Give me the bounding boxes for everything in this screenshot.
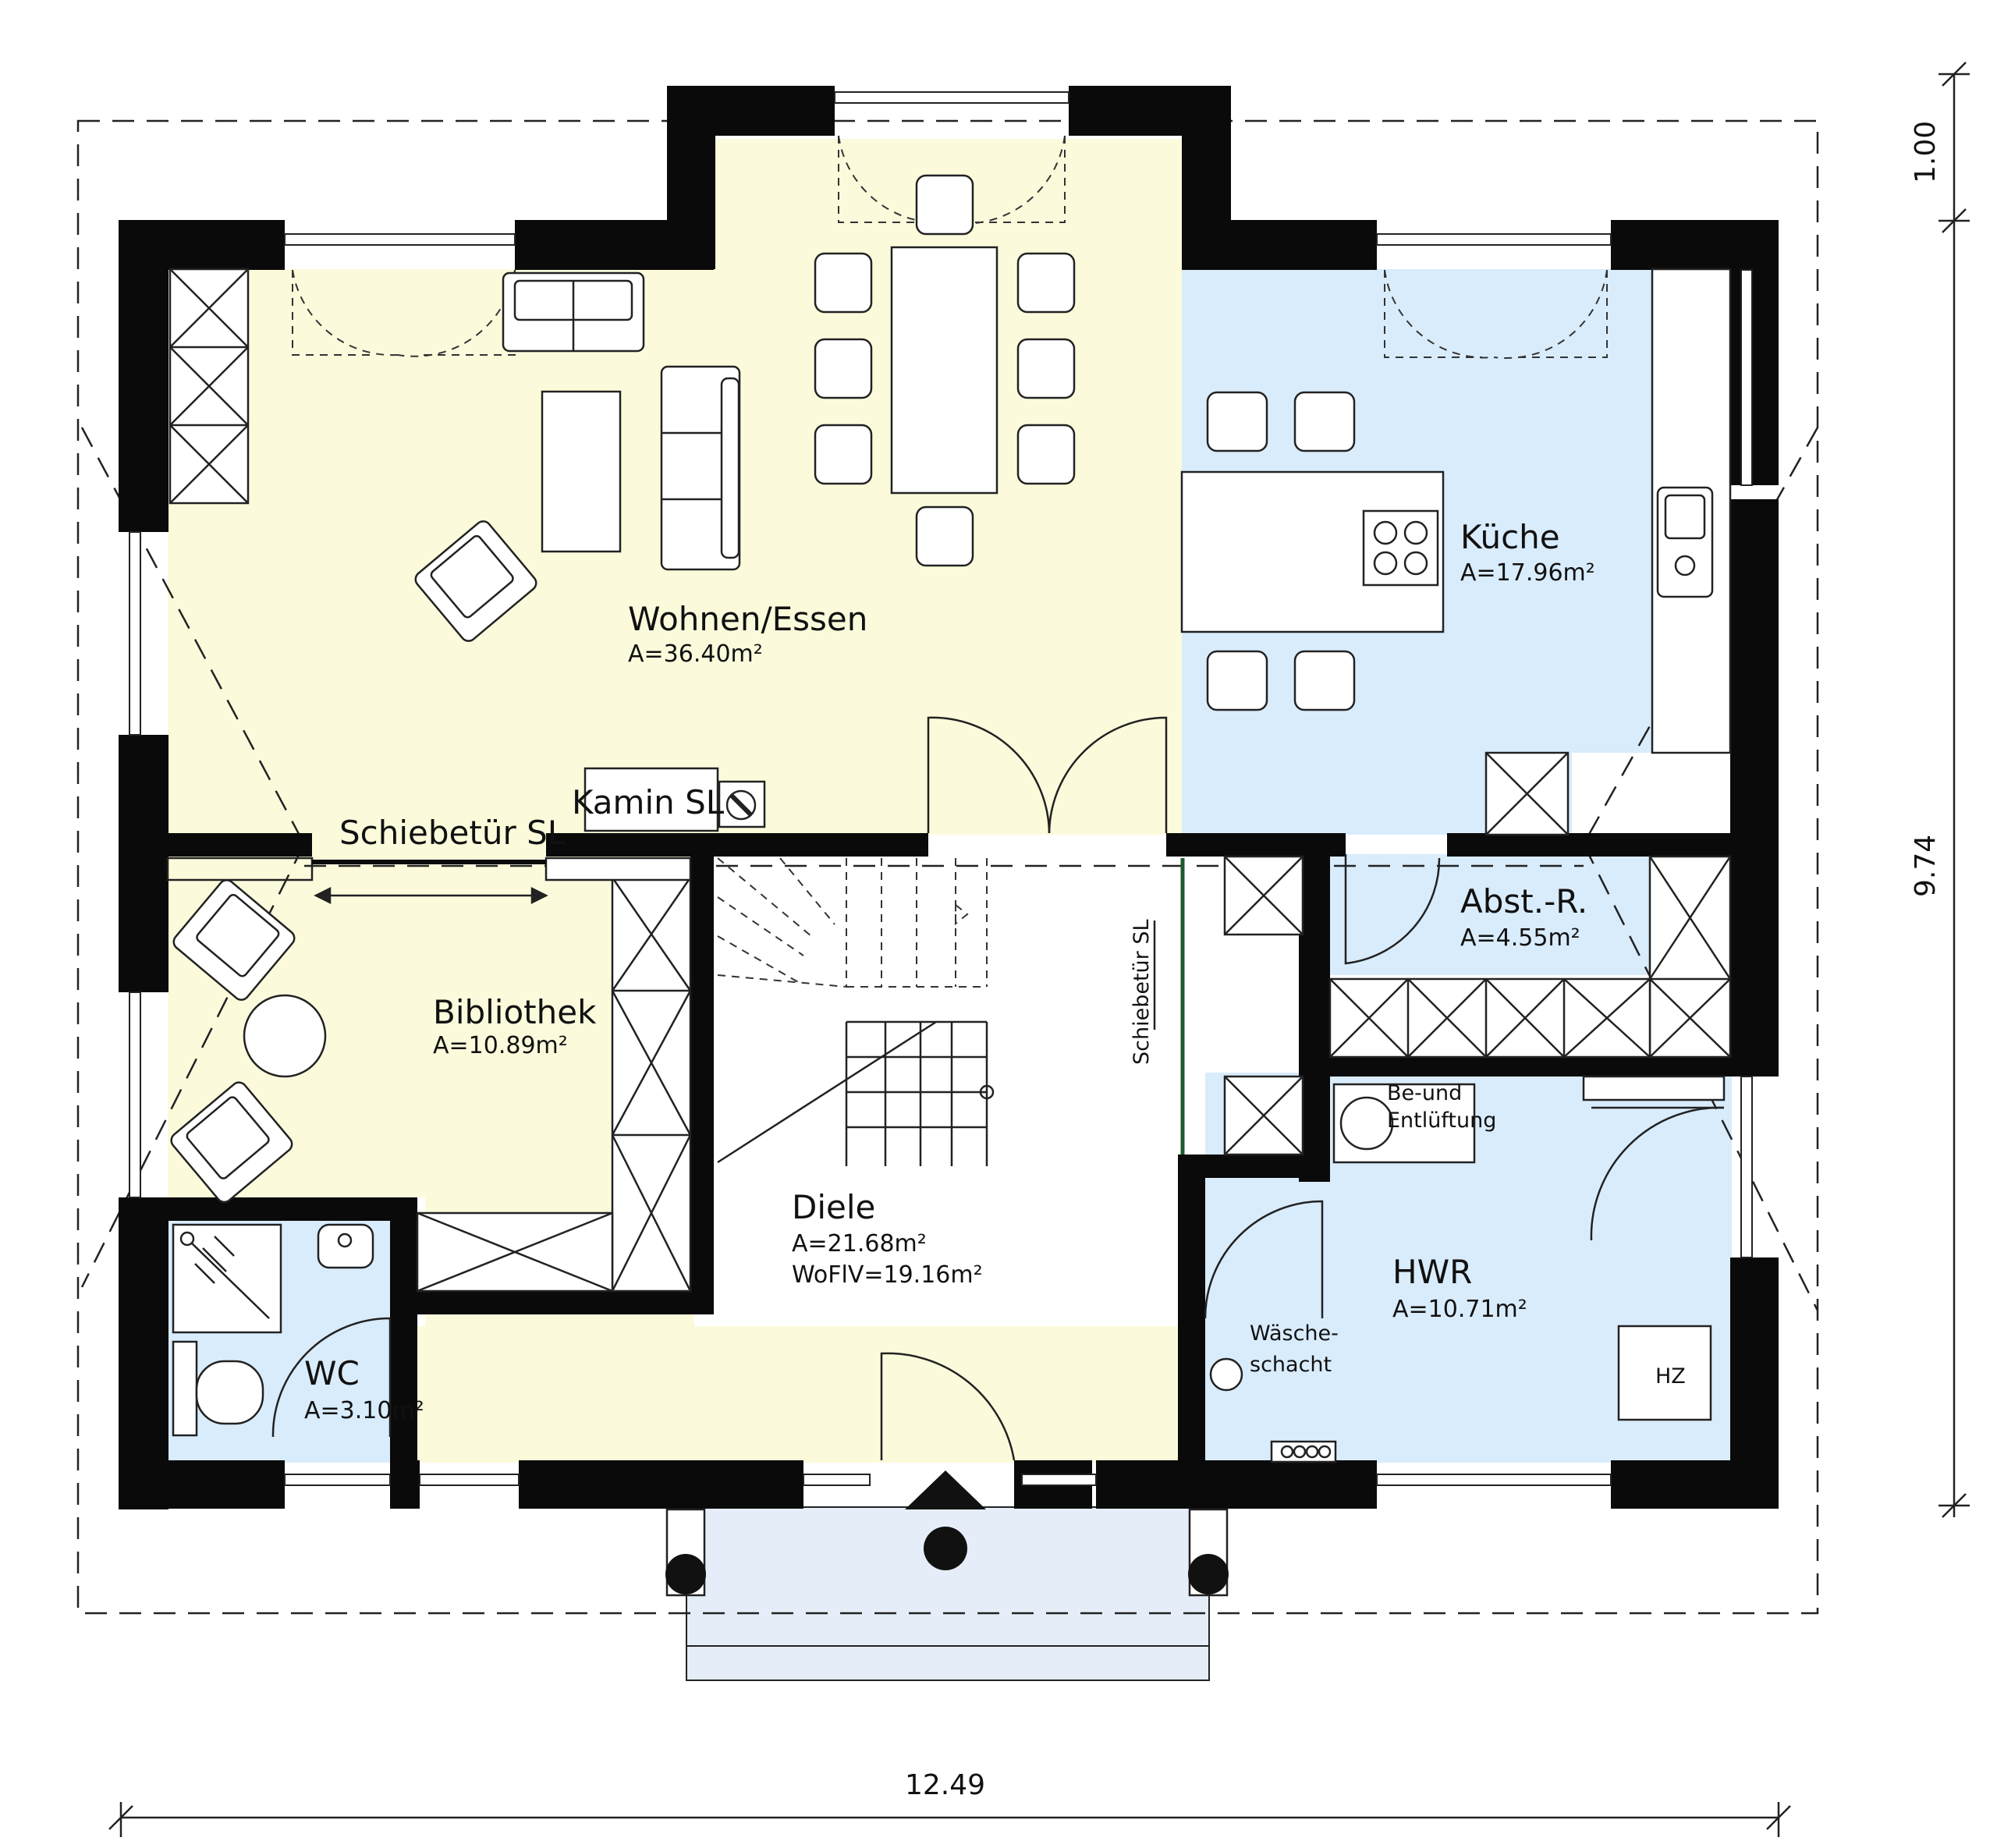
area-kueche: A=17.96m² (1460, 559, 1595, 587)
entrance-arrow-icon (905, 1470, 986, 1509)
abst-fill (1330, 854, 1650, 975)
label-abst: Abst.-R. (1460, 882, 1587, 920)
label-hz: HZ (1655, 1364, 1686, 1389)
walls (119, 86, 1779, 1509)
dimension-width: 12.49 (905, 1769, 985, 1801)
dimension-height: 9.74 (1910, 835, 1942, 897)
area-bibliothek: A=10.89m² (433, 1032, 568, 1059)
furniture-living (414, 174, 1076, 832)
label-hwr: HWR (1392, 1253, 1472, 1291)
terrace-step (686, 1645, 1210, 1681)
wofl-diele: WoFlV=19.16m² (792, 1261, 983, 1289)
label-wc: WC (304, 1354, 360, 1392)
area-diele: A=21.68m² (792, 1230, 927, 1257)
roof-hip-3 (1582, 427, 1819, 845)
label-wasche-2: schacht (1250, 1353, 1332, 1377)
entrance (665, 1470, 1229, 1597)
windows (129, 91, 1753, 1486)
label-schiebetuer-top: Schiebetür SL (339, 814, 566, 852)
label-lueftung-1: Be-und (1387, 1081, 1462, 1105)
dimension-overhang: 1.00 (1910, 121, 1942, 183)
label-kueche: Küche (1460, 518, 1560, 556)
label-wohnen: Wohnen/Essen (628, 600, 867, 638)
label-lueftung-2: Entlüftung (1387, 1108, 1496, 1133)
doors (271, 716, 1726, 1461)
dimensions (108, 62, 1970, 1837)
built-in-cabinets (168, 268, 1732, 1293)
label-diele: Diele (792, 1188, 875, 1226)
label-bibliothek: Bibliothek (433, 993, 597, 1031)
area-wc: A=3.10m² (304, 1397, 424, 1424)
label-kamin: Kamin SL (572, 783, 725, 821)
furniture-bibliothek (166, 857, 692, 1204)
roof-overhang (76, 119, 1819, 1615)
entrance-pillar-icon (924, 1527, 967, 1570)
area-abst: A=4.55m² (1460, 924, 1580, 952)
fixtures (172, 1083, 1712, 1463)
label-schiebetuer-vert: Schiebetür SL (1130, 919, 1154, 1065)
area-hwr: A=10.71m² (1392, 1296, 1527, 1323)
furniture-kueche (1180, 268, 1732, 754)
stairs (717, 857, 995, 1166)
label-wasche-1: Wäsche- (1250, 1321, 1339, 1346)
area-wohnen: A=36.40m² (628, 640, 763, 668)
